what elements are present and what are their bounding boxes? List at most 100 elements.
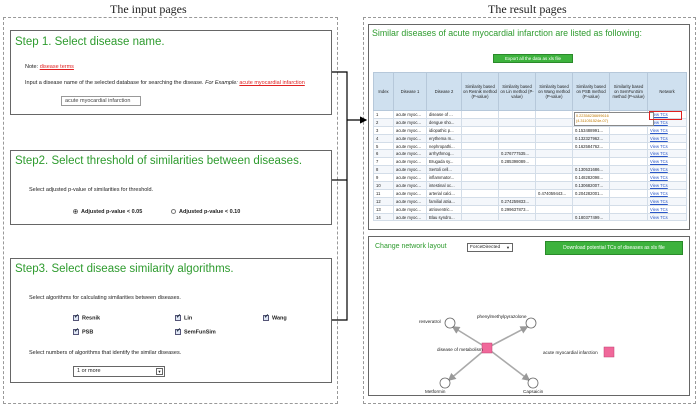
cell-disease1: acute myoc... (393, 133, 427, 143)
cell-disease2: inflammator... (426, 173, 462, 183)
view-tcs-link[interactable]: View TCs (647, 149, 687, 159)
cell-disease2: familial atria... (426, 196, 462, 206)
edge-to-phenylmethylpyrazolone (486, 326, 529, 349)
layout-select[interactable]: ForceDirected ▼ (467, 243, 513, 252)
cell-index: 5 (373, 141, 394, 151)
export-xls-button[interactable]: Export all the data as xls file (493, 54, 573, 63)
pvalue-010-radio[interactable]: Adjusted p-value < 0.10 (171, 209, 240, 215)
similarity-tooltip: 0.22358236699616 (4.311051524e-07) (574, 112, 654, 126)
wang-checkbox[interactable]: Wang (263, 313, 287, 322)
col-semfunsim[interactable]: Similarity based on SemFunSim method (P-… (609, 72, 648, 111)
cell-semfunsim (609, 173, 648, 183)
label-disease-of-metabolism: disease of metabolism (437, 347, 483, 352)
disease-terms-link[interactable]: disease terms (39, 64, 74, 70)
cell-disease1: acute myoc... (393, 149, 427, 159)
view-tcs-link[interactable]: View TCs (647, 165, 687, 175)
cell-index: 13 (373, 204, 394, 214)
cell-psb: 0.132327962... (572, 133, 610, 143)
col-disease2[interactable]: Disease 2 (426, 72, 462, 111)
example-label: For Example: (205, 80, 238, 86)
cell-wang (535, 110, 573, 119)
cell-disease1: acute myoc... (393, 141, 427, 151)
col-psb[interactable]: Similarity based on PSB method (P-value) (572, 72, 610, 111)
cell-wang (535, 149, 573, 159)
view-tcs-link[interactable]: View TCs (647, 141, 687, 151)
cell-resnik (461, 165, 499, 175)
edge-to-resveratrol (451, 326, 488, 349)
col-lin[interactable]: Similarity based on Lin method (P-value) (498, 72, 536, 111)
checkbox-checked-icon (73, 313, 79, 321)
col-disease1[interactable]: Disease 1 (393, 72, 427, 111)
cell-semfunsim (609, 149, 648, 159)
step1-title: Step 1. Select disease name. (15, 36, 165, 48)
step3-instruction: Select algorithms for calculating simila… (29, 295, 181, 301)
node-capsaicin (527, 377, 539, 389)
cell-wang (535, 125, 573, 135)
lin-checkbox[interactable]: Lin (175, 313, 193, 322)
cell-psb: 0.130682007... (572, 181, 610, 190)
cell-disease1: acute myoc... (393, 165, 427, 175)
resnik-checkbox[interactable]: Resnik (73, 313, 100, 321)
step1-note: Note: disease terms (25, 64, 74, 70)
result-pages-header: The result pages (488, 2, 567, 16)
cell-disease2: Sertoli cell... (426, 165, 462, 175)
cell-psb: 0.204282001... (572, 188, 610, 198)
cell-semfunsim (609, 141, 648, 151)
col-resnik[interactable]: Similarity based on Resnik method (P-val… (461, 72, 499, 111)
col-wang[interactable]: Similarity based on Wang method (P-value… (535, 72, 573, 111)
view-tcs-link[interactable]: View TCs (647, 133, 687, 143)
step3-title: Step3. Select disease similarity algorit… (15, 263, 234, 275)
node-phenylmethylpyrazolone (525, 317, 537, 329)
view-tcs-link[interactable]: View TCs (647, 204, 687, 214)
cell-lin (498, 173, 536, 183)
view-tcs-link[interactable]: View TCs (647, 196, 687, 206)
cell-disease2: intestinal oc... (426, 181, 462, 190)
example-link[interactable]: acute myocardial infarction (239, 80, 305, 86)
cell-disease1: acute myoc... (393, 125, 427, 135)
view-tcs-link[interactable]: View TCs (647, 212, 687, 222)
cell-wang (535, 212, 573, 222)
semfunsim-checkbox[interactable]: SemFunSim (175, 327, 216, 335)
input-pages-header: The input pages (110, 2, 187, 16)
result-table-box: Similar diseases of acute myocardial inf… (368, 24, 690, 230)
col-index[interactable]: Index (373, 72, 394, 111)
cell-wang (535, 157, 573, 167)
col-network[interactable]: Network (647, 72, 687, 111)
cell-index: 8 (373, 165, 394, 175)
view-tcs-link[interactable]: View TCs (647, 125, 687, 135)
wang-label: Wang (272, 315, 287, 322)
view-tcs-link[interactable]: View TCs (647, 188, 687, 198)
step1-box: Step 1. Select disease name. Note: disea… (10, 30, 332, 115)
cell-resnik (461, 181, 499, 190)
chevron-down-icon: ▼ (156, 368, 163, 375)
pvalue-005-radio[interactable]: Adjusted p-value < 0.05 (73, 209, 142, 215)
step1-connector (332, 71, 348, 120)
lin-label: Lin (184, 315, 193, 322)
download-tcs-button[interactable]: Download potential TCs of diseases as xl… (545, 241, 683, 255)
checkbox-checked-icon (175, 313, 181, 321)
view-tcs-link[interactable]: View TCs (647, 181, 687, 190)
disease-name-input[interactable]: acute myocardial infarction (61, 96, 141, 106)
view-tcs-link[interactable]: View TCs (647, 157, 687, 167)
cell-wang (535, 181, 573, 190)
cell-psb: 0.162584762... (572, 141, 610, 151)
cell-lin: 0.274259833... (498, 196, 536, 206)
cell-disease1: acute myoc... (393, 173, 427, 183)
step2-title: Step2. Select threshold of similarities … (15, 155, 303, 167)
view-tcs-link[interactable]: View TCs (647, 173, 687, 183)
cell-wang (535, 141, 573, 151)
algorithm-count-value: 1 or more (77, 368, 101, 374)
algorithm-count-select[interactable]: 1 or more ▼ (73, 366, 165, 377)
step2-box: Step2. Select threshold of similarities … (10, 150, 332, 225)
cell-resnik (461, 141, 499, 151)
cell-disease2: atrioventric... (426, 204, 462, 214)
cell-wang (535, 196, 573, 206)
psb-checkbox[interactable]: PSB (73, 327, 93, 335)
tc-network-graph (439, 317, 615, 389)
